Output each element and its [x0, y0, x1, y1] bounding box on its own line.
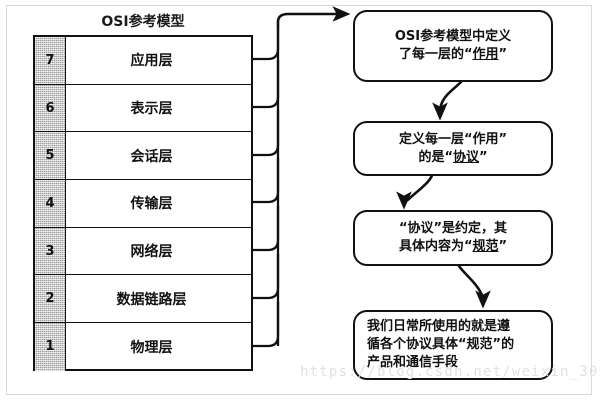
osi-layer-number: 3 [35, 227, 66, 275]
osi-model-table: 7 应用层 6 表示层 5 会话层 4 传输层 3 网络层 2 数据链路层 1 … [33, 35, 253, 371]
emphasis-guifan: 规范 [472, 239, 499, 254]
osi-layer-name: 表示层 [130, 101, 173, 118]
osi-layer-number: 4 [35, 180, 66, 227]
osi-layer-name: 会话层 [130, 148, 173, 165]
osi-layer-row: 1 物理层 [35, 323, 251, 371]
osi-layer-row: 7 应用层 [35, 37, 251, 85]
osi-layer-name: 传输层 [130, 196, 173, 213]
osi-layer-number: 1 [35, 323, 66, 371]
osi-layer-number: 2 [35, 275, 66, 323]
osi-model-title: OSI参考模型 [101, 14, 185, 30]
osi-layer-row: 5 会话层 [35, 132, 251, 181]
osi-layer-name: 网络层 [130, 244, 173, 261]
osi-layer-row: 6 表示层 [35, 84, 251, 133]
osi-layer-name: 物理层 [130, 339, 173, 356]
flow-box-protocol: 定义每一层“作用” 的是“协议” [353, 121, 553, 176]
osi-layer-number: 6 [35, 84, 66, 132]
flow-box-spec: “协议”是约定，其 具体内容为“规范” [353, 210, 553, 266]
flow-text-line: OSI参考模型中定义 [394, 29, 512, 45]
flow-text-line: 了每一层的“作用” [398, 47, 508, 62]
flow-text-line: “协议”是约定，其 [398, 221, 508, 237]
flow-box-products: 我们日常所使用的就是遵 循各个协议具体“规范”的 产品和通信手段 [353, 310, 553, 380]
osi-layer-row: 4 传输层 [35, 180, 251, 228]
osi-layer-number: 7 [35, 37, 66, 84]
flow-text-line: 具体内容为“规范” [398, 239, 508, 254]
watermark-text: https://blog.csdn.net/weixin_30263263 [300, 364, 600, 380]
flow-text-line: 产品和通信手段 [367, 354, 459, 370]
emphasis-zuoyong: 作用 [472, 47, 499, 62]
osi-layer-name: 数据链路层 [116, 291, 187, 308]
flow-text-line: 我们日常所使用的就是遵 [367, 319, 511, 335]
osi-layer-row: 2 数据链路层 [35, 275, 251, 324]
emphasis-xieyi: 协议 [452, 149, 479, 165]
flow-box-definition: OSI参考模型中定义 了每一层的“作用” [353, 10, 553, 82]
osi-layer-name: 应用层 [130, 53, 173, 70]
flow-text-line: 定义每一层“作用” [398, 131, 508, 147]
flow-text-line: 的是“协议” [418, 149, 488, 165]
osi-layer-row: 3 网络层 [35, 227, 251, 276]
osi-layer-number: 5 [35, 132, 66, 180]
flow-text-line: 循各个协议具体“规范”的 [367, 337, 515, 353]
